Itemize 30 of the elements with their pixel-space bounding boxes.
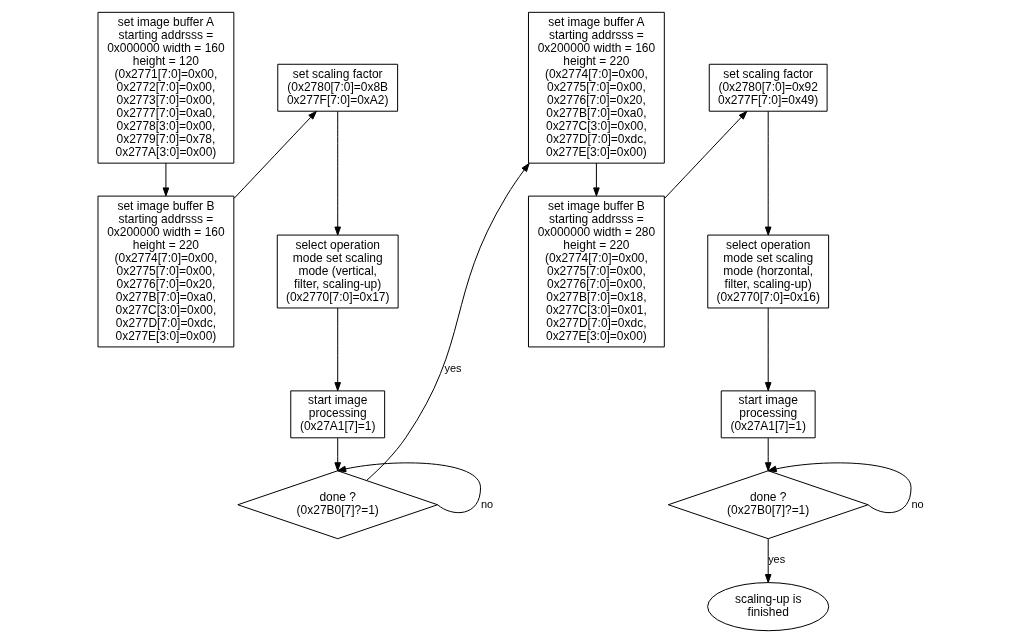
arrow (333, 110, 341, 236)
node-box: set scaling factor (0x2780[7:0]=0x8B 0x277F[7:0]=0xA2) (276, 63, 398, 112)
node-box: set image buffer A starting addrsss = 0x000000 width = 160 height = 120 (0x2771[7:0]=0x00, 0x2772[7:0]=0x00, 0x2773[7:0]=0x00, 0x2777[7:0]=0xa0, 0x2778[3:0]=0x00, 0x2779[7:0]=0x78, 0x277A[3:0]=0x00) (97, 11, 234, 164)
node-box: set image buffer A starting addrsss = 0x200000 width = 160 height = 220 (0x2774[7:0]=0x00, 0x2775[7:0]=0x00, 0x2776[7:0]=0x20, 0x277B[7:0]=0xa0, 0x277C[3:0]=0x00, 0x277D[7:0]=0xdc, 0x277E[3:0]=0x00) (527, 11, 665, 164)
arrow (764, 538, 771, 583)
arrow (233, 110, 317, 199)
edge-label: no (480, 497, 493, 510)
node-box: start image processing (0x27A1[7]=1) (720, 390, 816, 439)
arrow (764, 110, 771, 236)
node-box: select operation mode set scaling mode (horzontal, filter, scaling-up) (0x2770[7:0]=0x16) (706, 234, 829, 309)
arrow (162, 162, 169, 197)
arrow (333, 437, 341, 472)
arrow (592, 162, 600, 197)
node-ellipse: scaling-up is finished (706, 582, 829, 632)
node-box: set image buffer B starting addrsss = 0x200000 width = 160 height = 220 (0x2774[7:0]=0x00, 0x2775[7:0]=0x00, 0x2776[7:0]=0x20, 0x277B[7:0]=0xa0, 0x277C[3:0]=0x00, 0x277D[7:0]=0xdc, 0x277E[3:0]=0x00) (97, 195, 234, 348)
node-diamond: done ? (0x27B0[7]?=1) (667, 470, 869, 540)
node-box: set scaling factor (0x2780[7:0]=0x92 0x277F[7:0]=0x49) (708, 63, 828, 112)
arrow (764, 437, 771, 472)
arrow (336, 462, 481, 514)
node-box: select operation mode set scaling mode (vertical, filter, scaling-up) (0x2770[7:0]=0x17) (276, 234, 399, 309)
arrow (764, 307, 771, 392)
arrow (663, 110, 747, 199)
edge-label: no (910, 497, 924, 510)
arrow (333, 307, 341, 392)
arrow (365, 162, 530, 481)
node-box: start image processing (0x27A1[7]=1) (289, 390, 385, 439)
edge-label: yes (444, 361, 462, 374)
arrow (767, 462, 911, 514)
node-box: set image buffer B starting addrsss = 0x000000 width = 280 height = 220 (0x2774[7:0]=0x00, 0x2775[7:0]=0x00, 0x2776[7:0]=0x00, 0x277B[7:0]=0x18, 0x277C[3:0]=0x01, 0x277D[7:0]=0xdc, 0x277E[3:0]=0x00) (527, 195, 665, 348)
node-diamond: done ? (0x27B0[7]?=1) (236, 470, 438, 540)
